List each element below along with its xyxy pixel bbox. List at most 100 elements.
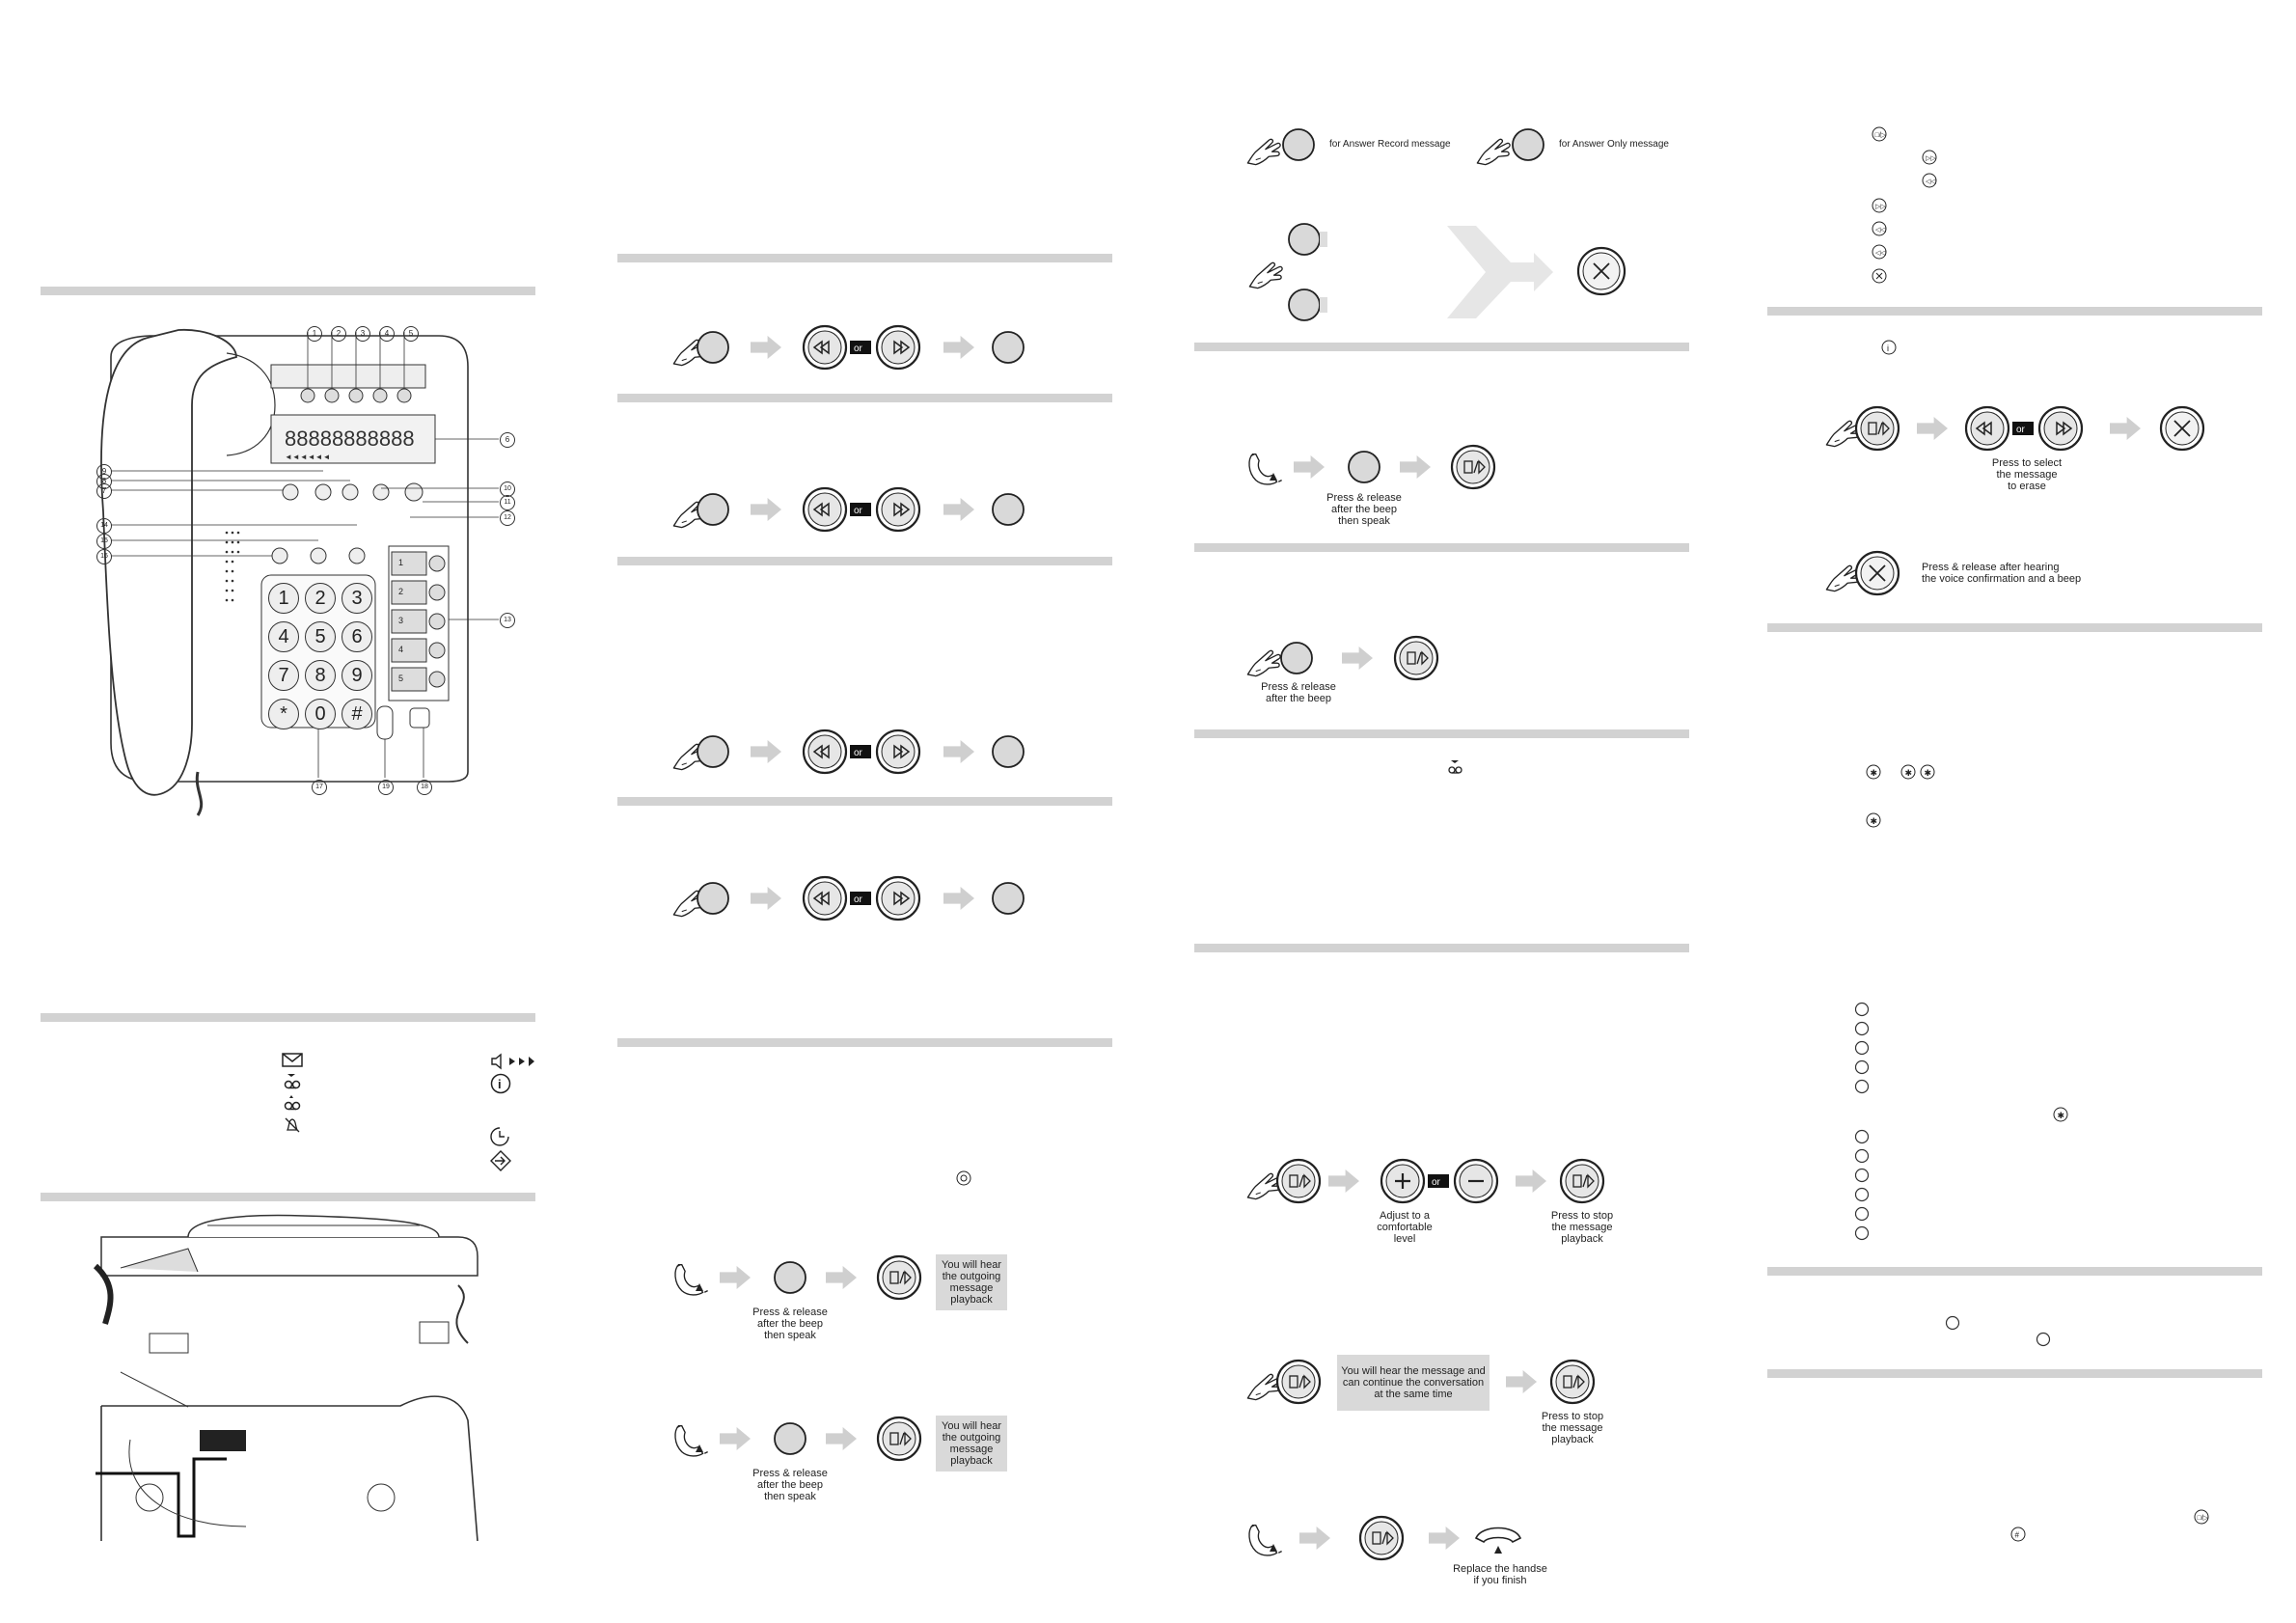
memo-playback-step: Replace the handse if you finish xyxy=(1244,1511,1572,1608)
svg-text:◁◁: ◁◁ xyxy=(1875,250,1886,257)
memo-step: Press & release after the beep then spea… xyxy=(1244,444,1572,531)
instruction-row: or xyxy=(670,729,1037,777)
answer-only-label: for Answer Only message xyxy=(1559,139,1669,150)
erase-combination-diagram xyxy=(1248,223,1626,321)
memory-key-2: 2 xyxy=(398,587,404,596)
star-key-icon: ✱ xyxy=(2053,1107,2068,1122)
power-icon xyxy=(956,1170,971,1186)
or-label: or xyxy=(854,344,863,354)
key-8[interactable]: 8 xyxy=(305,660,336,691)
svg-text:▷▷: ▷▷ xyxy=(1926,155,1936,162)
screening-step: You will hear the message and can contin… xyxy=(1244,1355,1650,1451)
key-7[interactable]: 7 xyxy=(268,660,299,691)
section-rule xyxy=(1194,543,1689,552)
ogm-step: Press & release after the beep xyxy=(1244,635,1476,712)
erase-confirm-step: Press & release after hearing the voice … xyxy=(1823,546,2228,604)
small-button-icon: □/▷ xyxy=(1872,126,1887,142)
lcd-digits: 88888888888 xyxy=(285,426,415,451)
answer-only-button xyxy=(1476,128,1544,166)
svg-text:✱: ✱ xyxy=(1925,768,1932,778)
callout-9: 9 xyxy=(96,464,112,480)
callout-4: 4 xyxy=(379,326,395,342)
key-4[interactable]: 4 xyxy=(268,621,299,652)
section-rule xyxy=(617,1038,1112,1047)
small-button-icon: □/▷ xyxy=(2194,1509,2209,1525)
memory-key-4: 4 xyxy=(398,645,404,654)
key-1[interactable]: 1 xyxy=(268,583,299,614)
star-key-icon: ✱ xyxy=(1866,812,1881,828)
section-rule xyxy=(41,1193,535,1201)
callout-18: 18 xyxy=(417,780,432,795)
key-6[interactable]: 6 xyxy=(342,621,372,652)
key-2[interactable]: 2 xyxy=(305,583,336,614)
small-button-icon: ◁◁ xyxy=(1872,221,1887,236)
step-caption: Press to stop the message playback xyxy=(1550,1210,1614,1245)
step-caption: Press to stop the message playback xyxy=(1541,1411,1604,1445)
callout-1: 1 xyxy=(307,326,322,342)
keypad: 1 2 3 4 5 6 7 8 9 * 0 # xyxy=(268,583,374,729)
bell-off-icon xyxy=(285,1117,300,1133)
section-rule xyxy=(1194,343,1689,351)
section-rule xyxy=(617,394,1112,402)
installation-diagram xyxy=(93,1214,478,1541)
callout-17: 17 xyxy=(312,780,327,795)
or-label: or xyxy=(1432,1177,1441,1188)
volume-icon xyxy=(491,1053,534,1070)
key-star[interactable]: * xyxy=(268,699,299,729)
callout-14: 14 xyxy=(96,518,112,534)
step-caption: Press & release after the beep then spea… xyxy=(1326,492,1402,527)
svg-text:i: i xyxy=(1887,344,1889,353)
star-key-icon: ✱ xyxy=(1866,764,1881,780)
answering-machine-icon xyxy=(284,1074,301,1089)
key-5[interactable]: 5 xyxy=(305,621,336,652)
svg-text:◁◁: ◁◁ xyxy=(1926,179,1936,185)
bullet-circle xyxy=(2036,1332,2051,1347)
svg-text:✱: ✱ xyxy=(1871,816,1878,826)
memory-key-1: 1 xyxy=(398,558,404,567)
section-rule xyxy=(41,287,535,295)
key-hash[interactable]: # xyxy=(342,699,372,729)
memory-key-5: 5 xyxy=(398,674,404,683)
section-rule xyxy=(617,254,1112,262)
memory-key-3: 3 xyxy=(398,616,404,625)
answering-machine-icon xyxy=(1448,760,1462,774)
star-key-icon: ✱ xyxy=(1900,764,1916,780)
callout-19: 19 xyxy=(378,780,394,795)
star-key-icon: ✱ xyxy=(1920,764,1935,780)
section-rule xyxy=(1767,307,2262,316)
callout-13: 13 xyxy=(500,613,515,628)
section-rule xyxy=(41,1013,535,1022)
instruction-row: or xyxy=(670,875,1037,923)
key-0[interactable]: 0 xyxy=(305,699,336,729)
small-button-icon: ▷▷ xyxy=(1872,198,1887,213)
record-step: Press & release after the beep then spea… xyxy=(670,1254,1018,1341)
section-rule xyxy=(617,797,1112,806)
or-label: or xyxy=(2016,425,2026,435)
callout-15: 15 xyxy=(96,534,112,549)
small-button-icon: ◁◁ xyxy=(1872,244,1887,260)
answer-record-label: for Answer Record message xyxy=(1329,139,1451,150)
step-caption: Press & release after the beep then spea… xyxy=(752,1307,828,1341)
section-rule xyxy=(1767,623,2262,632)
section-rule xyxy=(1767,1369,2262,1378)
callout-6: 6 xyxy=(500,432,515,448)
svg-text:◄◄◄◄◄◄: ◄◄◄◄◄◄ xyxy=(285,453,331,461)
answer-record-button xyxy=(1246,128,1315,166)
instruction-row: or xyxy=(670,486,1037,535)
callout-2: 2 xyxy=(331,326,346,342)
key-3[interactable]: 3 xyxy=(342,583,372,614)
small-delete-icon xyxy=(1872,268,1887,284)
key-9[interactable]: 9 xyxy=(342,660,372,691)
forward-icon xyxy=(490,1150,511,1171)
erase-step: or Press to select the message to erase xyxy=(1823,401,2228,498)
section-rule xyxy=(617,557,1112,565)
callout-16: 16 xyxy=(96,549,112,564)
small-button-icon: ▷▷ xyxy=(1922,150,1937,165)
section-rule xyxy=(1194,729,1689,738)
record-step: Press & release after the beep then spea… xyxy=(670,1416,1018,1502)
svg-text:✱: ✱ xyxy=(1871,768,1878,778)
envelope-icon xyxy=(282,1053,303,1067)
section-rule xyxy=(1767,1267,2262,1276)
info-icon: i xyxy=(1881,340,1897,355)
svg-text:□/▷: □/▷ xyxy=(1875,132,1887,139)
